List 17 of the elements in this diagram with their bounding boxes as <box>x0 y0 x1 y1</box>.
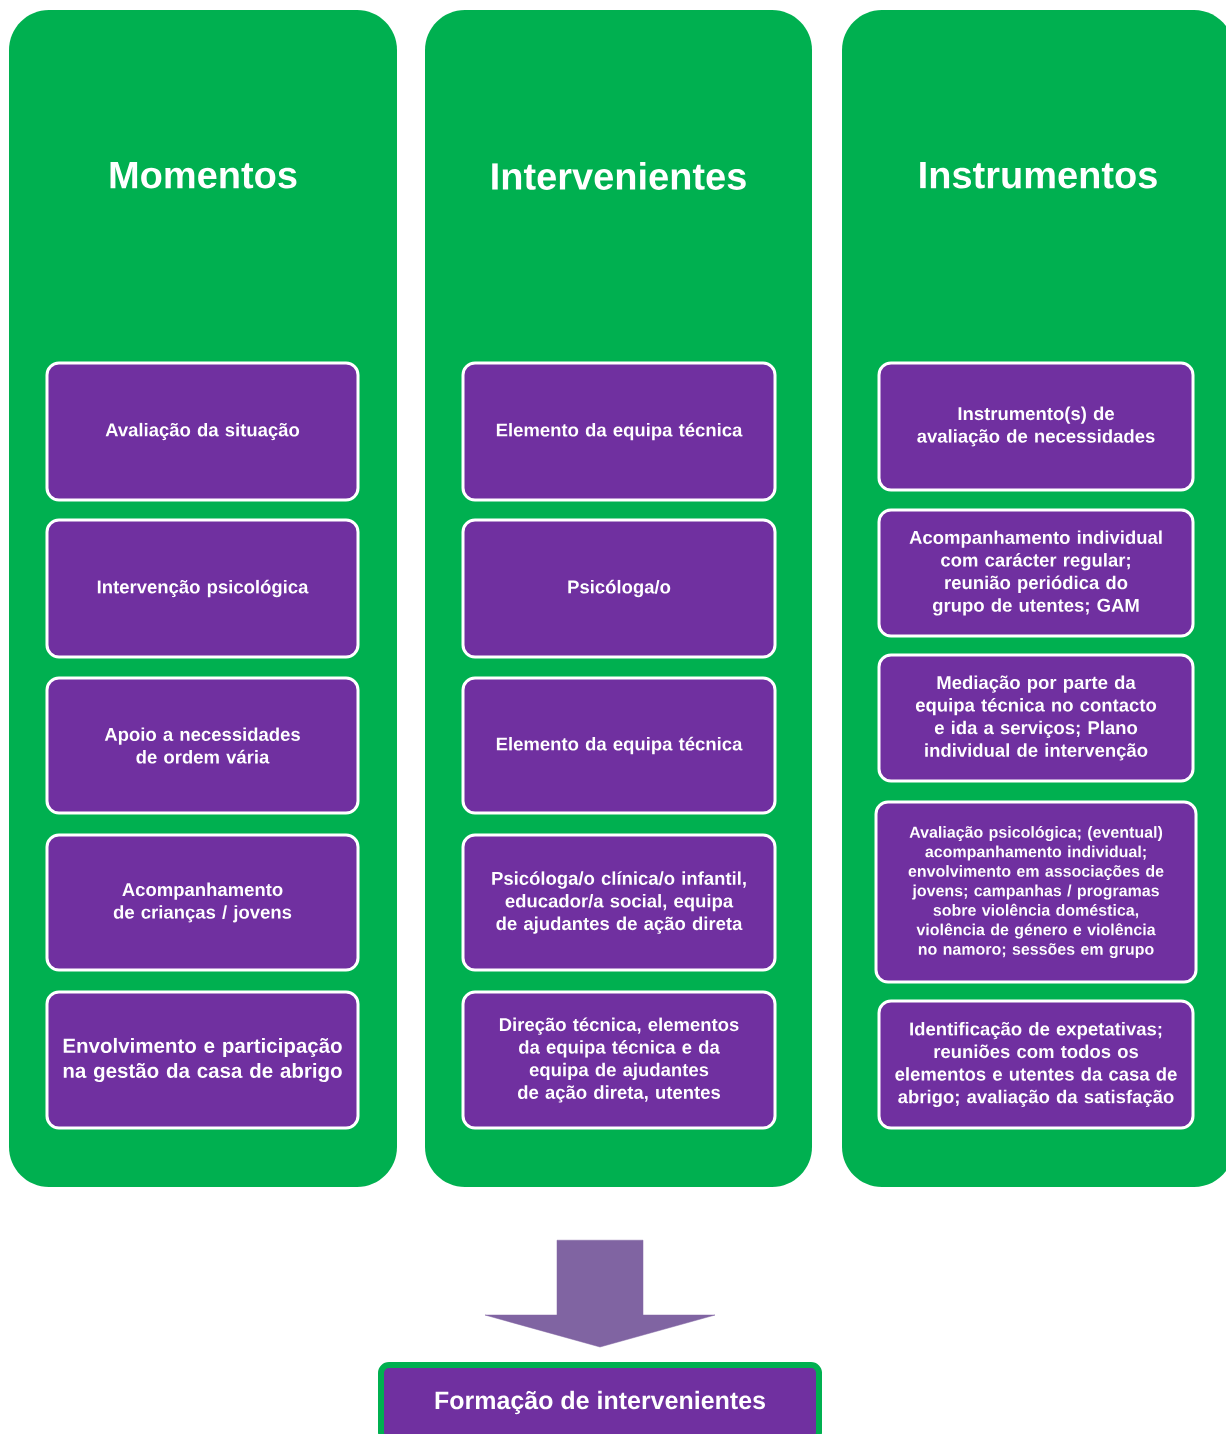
result-box: Formação de intervenientes <box>378 1362 822 1434</box>
process-box: Acompanhamento de crianças / jovens <box>45 833 360 972</box>
process-box: Identificação de expetativas; reuniões com todos os elementos e utentes da casa de abrigo; avaliação da satisfação <box>877 999 1195 1130</box>
process-box: Intervenção psicológica <box>45 518 360 659</box>
process-box: Elemento da equipa técnica <box>461 676 777 815</box>
process-box: Apoio a necessidades de ordem vária <box>45 676 360 815</box>
process-box: Envolvimento e participação na gestão da casa de abrigo <box>45 990 360 1130</box>
process-box: Mediação por parte da equipa técnica no contacto e ida a serviços; Plano individual de intervenção <box>877 653 1195 783</box>
process-box: Acompanhamento individual com carácter regular; reunião periódica do grupo de utentes; GAM <box>877 508 1195 638</box>
process-box: Instrumento(s) de avaliação de necessidades <box>877 361 1195 492</box>
block-arrow <box>484 1239 716 1348</box>
process-box: Avaliação da situação <box>45 361 360 502</box>
process-box: Direção técnica, elementos da equipa técnica e da equipa de ajudantes de ação direta, utentes <box>461 990 777 1130</box>
process-box: Psicóloga/o clínica/o infantil, educador/a social, equipa de ajudantes de ação direta <box>461 833 777 972</box>
process-box: Psicóloga/o <box>461 518 777 659</box>
process-box: Elemento da equipa técnica <box>461 361 777 502</box>
process-box: Avaliação psicológica; (eventual) acompanhamento individual; envolvimento em associações de jovens; campanhas / programas sobre violência doméstica, violência de género e violência no namoro; sessões em grupo <box>874 800 1198 984</box>
